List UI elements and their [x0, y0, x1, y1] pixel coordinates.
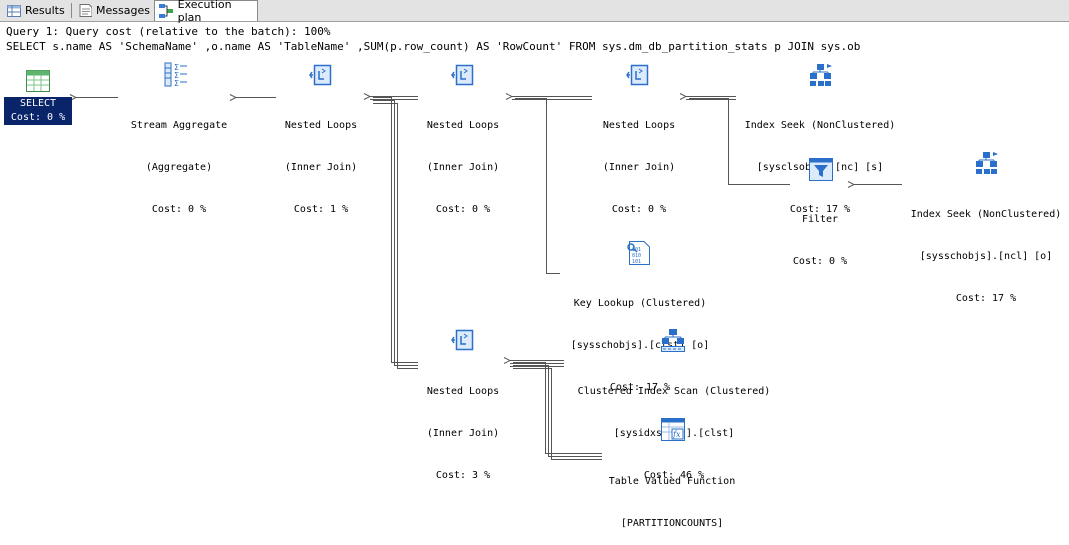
- edge-tvf-to-loops4: [513, 362, 602, 454]
- node-subtitle: [sysclsobjs].[nc] [s]: [756, 162, 884, 173]
- node-subtitle: [sysschobjs].[ncl] [o]: [919, 251, 1053, 262]
- filter-node[interactable]: Filter Cost: 0 %: [770, 185, 870, 283]
- tab-results-label: Results: [25, 4, 65, 17]
- nested-loops-icon[interactable]: [450, 328, 476, 354]
- select-result-icon[interactable]: [25, 69, 51, 95]
- select-title: SELECT: [19, 98, 57, 109]
- svg-text:Σ: Σ: [174, 79, 179, 88]
- node-cost: Cost: 17 %: [955, 293, 1017, 304]
- node-title: Nested Loops: [602, 120, 676, 131]
- svg-text:Σ: Σ: [174, 71, 179, 80]
- svg-text:101: 101: [632, 247, 641, 253]
- select-node[interactable]: SELECT Cost: 0 %: [4, 97, 72, 125]
- tab-results[interactable]: Results: [4, 1, 70, 20]
- index-seek-node-2[interactable]: Index Seek (NonClustered) [sysschobjs].[…: [896, 180, 1069, 320]
- table-valued-function-node[interactable]: Table Valued Function [PARTITIONCOUNTS]: [590, 447, 754, 545]
- node-cost: Cost: 3 %: [435, 470, 491, 481]
- node-title: Nested Loops: [426, 120, 500, 131]
- select-cost: Cost: 0 %: [10, 112, 66, 123]
- clustered-index-scan-icon[interactable]: [660, 327, 686, 353]
- node-cost: Cost: 0 %: [435, 204, 491, 215]
- edge-loops4-to-loops1: [373, 97, 418, 363]
- tab-execution-plan[interactable]: Execution plan: [154, 0, 258, 24]
- nested-loops-node-4[interactable]: Nested Loops (Inner Join) Cost: 3 %: [408, 357, 518, 497]
- node-title: Nested Loops: [284, 120, 358, 131]
- key-lookup-node[interactable]: Key Lookup (Clustered) [sysschobjs].[cls…: [550, 269, 730, 409]
- node-subtitle: [PARTITIONCOUNTS]: [620, 518, 724, 529]
- execution-plan-icon: [159, 4, 173, 18]
- tab-messages[interactable]: Messages: [76, 1, 150, 20]
- table-valued-function-icon[interactable]: fx: [660, 417, 686, 443]
- nested-loops-icon[interactable]: [308, 63, 334, 89]
- node-cost: Cost: 0 %: [611, 204, 667, 215]
- nested-loops-icon[interactable]: [625, 63, 651, 89]
- query-cost-line: Query 1: Query cost (relative to the bat…: [6, 25, 331, 38]
- svg-text:Σ: Σ: [174, 63, 179, 72]
- node-cost: Cost: 0 %: [792, 256, 848, 267]
- node-title: Index Seek (NonClustered): [744, 120, 896, 131]
- results-tab-bar: Results Messages Execution plan: [0, 0, 1069, 24]
- index-seek-node-1[interactable]: Index Seek (NonClustered) [sysclsobjs].[…: [730, 91, 910, 231]
- tab-separator: [71, 3, 72, 18]
- messages-icon: [79, 4, 93, 17]
- node-title: Clustered Index Scan (Clustered): [577, 386, 771, 397]
- node-subtitle: (Aggregate): [145, 162, 213, 173]
- node-subtitle: (Inner Join): [426, 162, 500, 173]
- edge-keylookup-to-loops2: [515, 98, 560, 274]
- svg-text:fx: fx: [672, 430, 681, 439]
- node-subtitle: (Inner Join): [426, 428, 500, 439]
- grid-icon: [7, 4, 21, 17]
- svg-text:101: 101: [632, 259, 641, 265]
- plan-edges: [0, 0, 902, 460]
- node-title: Nested Loops: [426, 386, 500, 397]
- node-title: Stream Aggregate: [130, 120, 228, 131]
- node-title: Index Seek (NonClustered): [910, 209, 1062, 220]
- stream-aggregate-icon[interactable]: ΣΣΣ: [163, 62, 189, 88]
- node-cost: Cost: 17 %: [609, 382, 671, 393]
- nested-loops-node-3[interactable]: Nested Loops (Inner Join) Cost: 0 %: [584, 91, 694, 231]
- nested-loops-node-1[interactable]: Nested Loops (Inner Join) Cost: 1 %: [266, 91, 376, 231]
- query-sql-line: SELECT s.name AS 'SchemaName' ,o.name AS…: [6, 40, 861, 53]
- node-title: Filter: [801, 214, 839, 225]
- node-cost: Cost: 0 %: [151, 204, 207, 215]
- node-title: Key Lookup (Clustered): [573, 298, 707, 309]
- node-cost: Cost: 1 %: [293, 204, 349, 215]
- node-subtitle: (Inner Join): [602, 162, 676, 173]
- node-subtitle: [sysschobjs].[clst] [o]: [570, 340, 710, 351]
- nested-loops-icon[interactable]: [450, 63, 476, 89]
- node-title: Table Valued Function: [608, 476, 736, 487]
- edge-filter-to-loops3: [689, 98, 790, 185]
- tab-execution-plan-label: Execution plan: [177, 0, 232, 24]
- svg-text:010: 010: [632, 253, 641, 259]
- index-seek-icon[interactable]: [807, 62, 833, 88]
- stream-aggregate-node[interactable]: Stream Aggregate (Aggregate) Cost: 0 %: [108, 91, 250, 231]
- node-subtitle: (Inner Join): [284, 162, 358, 173]
- tab-messages-label: Messages: [96, 4, 150, 17]
- nested-loops-node-2[interactable]: Nested Loops (Inner Join) Cost: 0 %: [408, 91, 518, 231]
- node-cost: Cost: 17 %: [789, 204, 851, 215]
- index-seek-icon[interactable]: [973, 150, 999, 176]
- filter-icon[interactable]: [808, 157, 834, 183]
